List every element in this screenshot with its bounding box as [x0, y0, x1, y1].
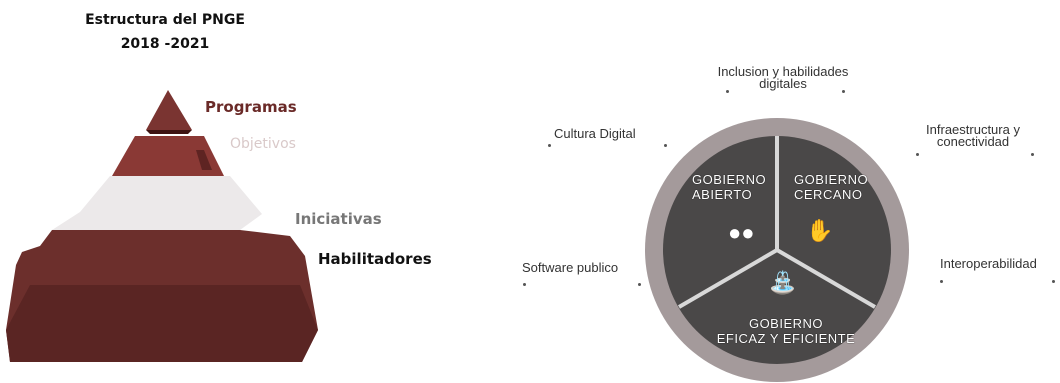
label-inclusion: Inclusion y habilidades digitales [708, 66, 858, 90]
bullet-dot [842, 90, 845, 93]
segment-gobierno-eficaz: GOBIERNO EFICAZ Y EFICIENTE [706, 316, 866, 346]
label-cultura-digital: Cultura Digital [554, 128, 636, 140]
handshake-icon: ✋ [806, 220, 833, 242]
people-icon: ●● [728, 222, 755, 244]
bullet-dot [726, 90, 729, 93]
label-software-publico: Software publico [522, 262, 618, 274]
bullet-dot [940, 280, 943, 283]
segment-gobierno-cercano: GOBIERNO CERCANO [794, 172, 860, 202]
bullet-dot [916, 153, 919, 156]
bullet-dot [523, 283, 526, 286]
bullet-dot [1052, 280, 1055, 283]
bullet-dot [664, 144, 667, 147]
label-infraestructura: Infraestructura y conectividad [918, 124, 1028, 148]
bullet-dot [1031, 153, 1034, 156]
government-building-icon: ⛲ [769, 272, 796, 294]
bullet-dot [548, 144, 551, 147]
bullet-dot [638, 283, 641, 286]
segment-gobierno-abierto: GOBIERNO ABIERTO [692, 172, 750, 202]
label-interoperabilidad: Interoperabilidad [940, 258, 1037, 270]
